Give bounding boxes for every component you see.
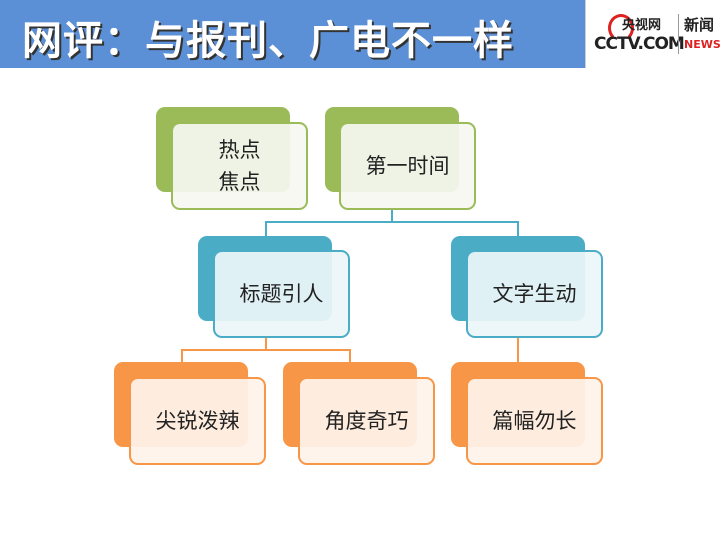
node-label: 篇幅勿长 <box>492 409 577 433</box>
logo-cctv: CCTV.COM <box>594 34 685 54</box>
title-banner: 网评：与报刊、广电不一样 <box>0 0 585 68</box>
node-label: 第一时间 <box>365 154 450 178</box>
connector <box>391 208 393 222</box>
logo-news: NEWS <box>684 38 721 51</box>
logo-cn: 央视网 <box>622 18 662 33</box>
connector <box>349 349 351 362</box>
connector <box>517 221 519 237</box>
logo-xinwen: 新闻 <box>684 16 715 34</box>
connector <box>265 221 267 237</box>
connector <box>181 349 351 351</box>
logo-divider <box>678 14 679 54</box>
node-label: 标题引人 <box>239 282 324 306</box>
cctv-news-logo: 央视网 CCTV.COM 新闻 NEWS <box>585 0 721 68</box>
node-label: 热点 <box>218 138 261 162</box>
slide-title: 网评：与报刊、广电不一样 <box>22 18 514 64</box>
connector <box>517 336 519 362</box>
node-label: 焦点 <box>218 170 261 194</box>
connector <box>181 349 183 362</box>
cctv-logo-arc-icon <box>608 14 634 42</box>
node-label: 尖锐泼辣 <box>155 409 240 433</box>
node-label: 角度奇巧 <box>324 409 409 433</box>
node-label: 文字生动 <box>492 282 577 306</box>
connector <box>265 336 267 350</box>
connector <box>265 221 519 223</box>
